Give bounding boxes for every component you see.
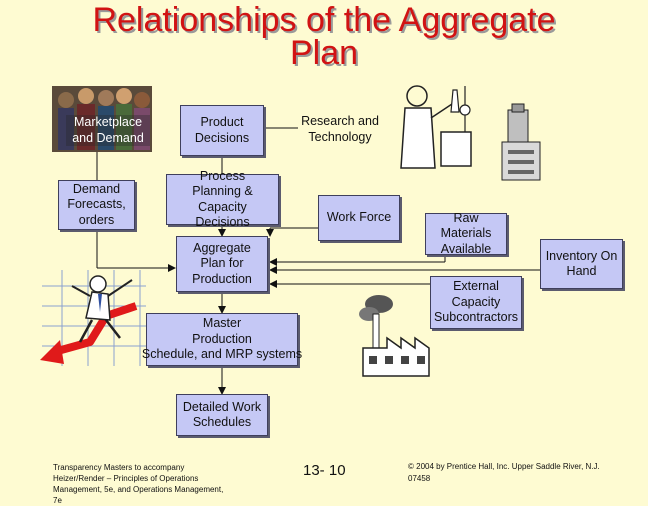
footer-credit-line-4: 7e	[53, 496, 62, 505]
external-capacity-line-1: External	[453, 279, 499, 294]
work-force-box: Work Force	[318, 195, 400, 241]
title-line-2: Plan	[289, 34, 359, 72]
master-production-line-2: Production	[192, 331, 252, 346]
marketplace-label-line-2: and Demand	[72, 130, 144, 145]
aggregate-plan-line-3: Production	[192, 271, 252, 286]
marketplace-label-line-1: Marketplace	[73, 115, 143, 129]
research-technology-line-1: Research and	[301, 114, 379, 128]
process-planning-line-1: Process	[199, 168, 246, 183]
master-production-line-3: Schedule, and MRP systems	[141, 347, 303, 362]
footer-copyright-line-2: 07458	[408, 474, 431, 483]
external-capacity-line-3: Subcontractors	[433, 310, 519, 325]
inventory-box: Inventory On Hand	[540, 239, 623, 289]
factory-clipart	[359, 295, 430, 377]
machine-clipart	[501, 103, 541, 181]
raw-materials-line-1: Raw Materials	[440, 210, 492, 241]
detailed-work-line-1: Detailed Work	[182, 399, 262, 414]
raw-materials-line-2: Available	[440, 241, 492, 256]
aggregate-plan-line-1: Aggregate	[193, 240, 251, 255]
crowd-clipart	[52, 86, 152, 152]
marketplace-label: Marketplace and Demand	[66, 115, 150, 146]
footer-credit-line-1: Transparency Masters to accompany	[53, 463, 185, 472]
raw-materials-box: Raw Materials Available	[425, 210, 507, 256]
product-decisions-line-1: Product	[200, 115, 244, 129]
inventory-line-1: Inventory On	[545, 248, 618, 263]
master-production-line-1: Master	[202, 316, 242, 331]
external-capacity-box: External Capacity Subcontractors	[430, 276, 522, 329]
process-planning-box: Process Planning & Capacity Decisions	[166, 169, 279, 229]
footer-copyright: © 2004 by Prentice Hall, Inc. Upper Sadd…	[408, 461, 638, 485]
scientist-clipart	[400, 85, 472, 169]
footer-credit-line-3: Management, 5e, and Operations Managemen…	[53, 485, 224, 494]
master-production-box: Master Production Schedule, and MRP syst…	[142, 313, 302, 366]
page-number: 13- 10	[303, 462, 346, 479]
work-force-label: Work Force	[326, 210, 392, 225]
process-planning-line-2: Planning & Capacity	[192, 184, 253, 214]
stressed-worker-clipart	[40, 270, 146, 366]
process-planning-line-3: Decisions	[195, 215, 250, 229]
title-line-1: Relationships of the Aggregate	[92, 1, 556, 39]
demand-forecasts-box: Demand Forecasts, orders	[58, 180, 135, 230]
external-capacity-line-2: Capacity	[451, 294, 501, 309]
research-technology-line-2: Technology	[308, 129, 372, 144]
research-technology-label: Research and Technology	[296, 114, 384, 145]
demand-forecasts-line-2: Forecasts,	[67, 197, 126, 212]
footer-credit-line-2: Heizer/Render – Principles of Operations	[53, 474, 199, 483]
page-title: Relationships of the Aggregate Plan	[0, 1, 648, 72]
demand-forecasts-line-3: orders	[78, 212, 115, 227]
footer-credit: Transparency Masters to accompany Heizer…	[53, 462, 263, 506]
detailed-work-line-2: Schedules	[192, 415, 252, 429]
detailed-work-box: Detailed Work Schedules	[176, 394, 268, 436]
demand-forecasts-line-1: Demand	[72, 181, 121, 196]
footer-copyright-line-1: © 2004 by Prentice Hall, Inc. Upper Sadd…	[408, 462, 600, 471]
aggregate-plan-box: Aggregate Plan for Production	[176, 236, 268, 292]
inventory-line-2: Hand	[566, 264, 597, 278]
aggregate-plan-line-2: Plan for	[200, 256, 244, 271]
product-decisions-line-2: Decisions	[194, 130, 250, 145]
product-decisions-box: Product Decisions	[180, 105, 264, 156]
